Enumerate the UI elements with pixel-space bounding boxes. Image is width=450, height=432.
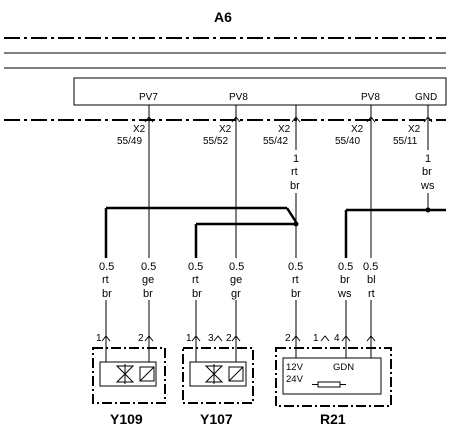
connector-pin-number: 55/40	[335, 136, 360, 147]
connector-pin-number: 55/49	[117, 136, 142, 147]
wire-drop-pv8-a	[231, 105, 241, 258]
bus-line-ground	[344, 207, 446, 258]
wire-size-label: 1	[425, 153, 431, 165]
component-label-r21: R21	[320, 411, 346, 427]
wire-color-label: ge	[142, 274, 154, 286]
pin-signal-pv8-a: PV8	[229, 92, 248, 103]
module-connector-box	[73, 77, 447, 106]
r21-text-gdn: GDN	[333, 362, 354, 373]
wire-color-label: rt	[368, 288, 375, 300]
component-pin-number: 1	[96, 333, 102, 344]
wire-size-label: 0.5	[99, 261, 114, 273]
component-pin-number: 2	[138, 333, 144, 344]
component-r21	[275, 347, 392, 407]
valve-icon	[115, 365, 135, 383]
wire-color-label: br	[340, 274, 350, 286]
wire-color-label: br	[291, 288, 301, 300]
component-pin-number: 2	[285, 333, 291, 344]
wire-size-label: 0.5	[338, 261, 353, 273]
component-pin-number: 4	[334, 333, 340, 344]
wire-drop-pv8-b	[366, 105, 376, 258]
connector-label: X2	[278, 124, 291, 135]
connector-pin-number: 55/11	[393, 136, 418, 147]
component-pin-number: 3	[208, 333, 214, 344]
solenoid-coil-icon	[139, 366, 155, 382]
component-pin-arrows	[101, 335, 376, 342]
bus-line-rt-br	[104, 206, 299, 258]
wire-color-label: ws	[337, 288, 352, 300]
wire-color-label: ws	[420, 180, 435, 192]
wire-size-label: 1	[293, 153, 299, 165]
wire-color-label: rt	[291, 166, 298, 178]
wire-size-label: 0.5	[363, 261, 378, 273]
wire-drop-pv7	[144, 105, 154, 258]
component-pin-number: 2	[226, 333, 232, 344]
wire-color-label: gr	[231, 288, 241, 300]
component-y109	[92, 347, 166, 404]
wire-size-label: 0.5	[188, 261, 203, 273]
wire-color-label: bl	[367, 274, 376, 286]
pin-signal-pv8-b: PV8	[361, 92, 380, 103]
pin-signal-pv7: PV7	[139, 92, 158, 103]
component-pin-number: 1	[313, 333, 319, 344]
wire-color-label: br	[192, 288, 202, 300]
wire-drop-gnd	[423, 105, 433, 210]
lower-wire-segments	[105, 300, 372, 348]
wire-color-label: rt	[102, 274, 109, 286]
solenoid-coil-icon	[228, 366, 244, 382]
r21-text-24v: 24V	[286, 374, 304, 385]
wire-color-label: rt	[192, 274, 199, 286]
connector-label: X2	[133, 124, 146, 135]
valve-icon	[204, 365, 224, 383]
pin-signal-gnd: GND	[415, 92, 437, 103]
connector-pin-number: 55/52	[203, 136, 228, 147]
component-label-y109: Y109	[110, 411, 143, 427]
component-y107	[182, 347, 254, 404]
wire-color-label: ge	[230, 274, 242, 286]
wire-color-label: br	[290, 180, 300, 192]
wire-size-label: 0.5	[288, 261, 303, 273]
connector-label: X2	[351, 124, 364, 135]
connector-label: X2	[408, 124, 421, 135]
wire-color-label: br	[143, 288, 153, 300]
connector-label: X2	[219, 124, 232, 135]
wire-size-label: 0.5	[229, 261, 244, 273]
component-pin-number: 1	[186, 333, 192, 344]
heating-resistor-icon	[317, 381, 341, 388]
wire-size-label: 0.5	[141, 261, 156, 273]
connector-pin-number: 55/42	[263, 136, 288, 147]
module-title: A6	[214, 9, 232, 25]
wire-color-label: rt	[292, 274, 299, 286]
r21-text-12v: 12V	[286, 362, 304, 373]
wire-color-label: br	[102, 288, 112, 300]
component-label-y107: Y107	[200, 411, 233, 427]
wire-color-label: br	[422, 166, 432, 178]
